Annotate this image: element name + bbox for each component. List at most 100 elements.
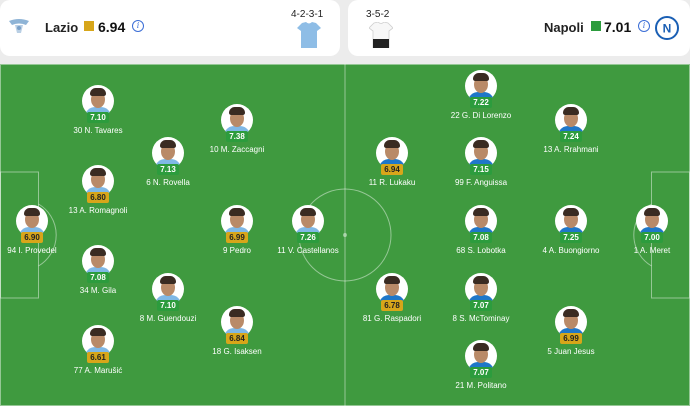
player-label[interactable]: 9 Pedro	[187, 246, 287, 256]
player-name: V. Castellanos	[287, 246, 339, 255]
player-label[interactable]: 4 A. Buongiorno	[521, 246, 621, 256]
player-name: F. Anguissa	[466, 178, 508, 187]
player-label[interactable]: 6 N. Rovella	[118, 178, 218, 188]
player-rating-badge: 7.10	[87, 112, 109, 123]
home-rating-info-icon[interactable]: i	[132, 20, 144, 32]
player-avatar[interactable]	[82, 85, 114, 117]
player-rating-badge: 6.84	[226, 333, 248, 344]
player-label[interactable]: 30 N. Tavares	[48, 126, 148, 136]
home-team-header: Lazio 6.94 i 4-2-3-1	[0, 0, 340, 56]
player-label[interactable]: 81 G. Raspadori	[342, 314, 442, 324]
player-name: G. Raspadori	[374, 314, 422, 323]
player-label[interactable]: 18 G. Isaksen	[187, 347, 287, 357]
player-name: Pedro	[229, 246, 252, 255]
player-rating-badge: 6.61	[87, 352, 109, 363]
napoli-crest-icon: N	[655, 16, 679, 40]
svg-text:N: N	[663, 22, 672, 36]
player-number: 22	[450, 111, 460, 120]
away-team-header: 3-5-2 Napoli 7.01 i N	[348, 0, 690, 56]
player-label[interactable]: 13 A. Rrahmani	[521, 145, 621, 155]
player-number: 9	[222, 246, 228, 255]
player-rating-badge: 6.78	[381, 300, 403, 311]
home-team-name[interactable]: Lazio	[45, 20, 79, 35]
player-label[interactable]: 13 A. Romagnoli	[48, 206, 148, 216]
player-name: A. Meret	[640, 246, 671, 255]
player-label[interactable]: 68 S. Lobotka	[431, 246, 531, 256]
player-label[interactable]: 21 M. Politano	[431, 381, 531, 391]
player-number: 99	[454, 178, 464, 187]
player-label[interactable]: 1 A. Meret	[602, 246, 690, 256]
player-number: 94	[7, 246, 17, 255]
player-name: M. Gila	[90, 286, 117, 295]
player-rating-badge: 7.13	[157, 164, 179, 175]
player-name: M. Politano	[466, 381, 507, 390]
player-number: 21	[455, 381, 465, 390]
away-formation: 3-5-2	[366, 9, 390, 20]
player-number: 6	[146, 178, 151, 187]
player-number: 34	[79, 286, 89, 295]
player-number: 13	[68, 206, 78, 215]
away-rating-square	[591, 21, 601, 31]
player-rating-badge: 7.24	[560, 131, 582, 142]
player-rating-badge: 6.99	[226, 232, 248, 243]
player-name: A. Romagnoli	[79, 206, 128, 215]
player-number: 4	[542, 246, 547, 255]
player-number: 1	[633, 246, 639, 255]
away-kit-icon	[369, 22, 393, 48]
player-name: A. Buongiorno	[548, 246, 600, 255]
player-number: 5	[547, 347, 552, 356]
home-team-rating: 6.94	[98, 19, 126, 35]
player-name: I. Provedel	[18, 246, 57, 255]
player-name: S. McTominay	[459, 314, 510, 323]
player-name: M. Guendouzi	[146, 314, 197, 323]
player-label[interactable]: 5 Juan Jesus	[521, 347, 621, 357]
home-formation: 4-2-3-1	[291, 9, 324, 20]
player-name: R. Lukaku	[379, 178, 416, 187]
player-rating-badge: 7.38	[226, 131, 248, 142]
player-number: 13	[543, 145, 553, 154]
player-label[interactable]: 77 A. Marušić	[48, 366, 148, 376]
player-name: G. Isaksen	[223, 347, 262, 356]
player-rating-badge: 7.22	[470, 97, 492, 108]
player-name: Juan Jesus	[554, 347, 595, 356]
player-label[interactable]: 11 V. Castellanos	[258, 246, 358, 256]
player-rating-badge: 6.80	[87, 192, 109, 203]
player-label[interactable]: 34 M. Gila	[48, 286, 148, 296]
player-rating-badge: 7.08	[470, 232, 492, 243]
player-label[interactable]: 22 G. Di Lorenzo	[431, 111, 531, 121]
player-label[interactable]: 8 S. McTominay	[431, 314, 531, 324]
player-rating-badge: 7.26	[297, 232, 319, 243]
player-number: 30	[73, 126, 83, 135]
away-rating-info-icon[interactable]: i	[638, 20, 650, 32]
player-rating-badge: 6.90	[21, 232, 43, 243]
player-number: 77	[73, 366, 83, 375]
away-team-rating: 7.01	[604, 19, 632, 35]
player-number: 8	[139, 314, 145, 323]
player-label[interactable]: 8 M. Guendouzi	[118, 314, 218, 324]
player-number: 10	[209, 145, 219, 154]
player-name: A. Marušić	[84, 366, 123, 375]
lazio-crest-icon	[9, 19, 29, 33]
player-label[interactable]: 11 R. Lukaku	[342, 178, 442, 188]
player-name: N. Rovella	[152, 178, 190, 187]
player-name: S. Lobotka	[467, 246, 506, 255]
player-number: 81	[362, 314, 372, 323]
player-label[interactable]: 10 M. Zaccagni	[187, 145, 287, 155]
player-rating-badge: 7.00	[641, 232, 663, 243]
player-number: 11	[277, 246, 286, 255]
player-rating-badge: 7.07	[470, 367, 492, 378]
player-name: A. Rrahmani	[554, 145, 599, 154]
player-rating-badge: 7.15	[470, 164, 492, 175]
home-rating-square	[84, 21, 94, 31]
home-kit-icon	[297, 22, 321, 48]
player-label[interactable]: 99 F. Anguissa	[431, 178, 531, 188]
player-name: N. Tavares	[84, 126, 123, 135]
player-rating-badge: 6.94	[381, 164, 403, 175]
player-rating-badge: 6.99	[560, 333, 582, 344]
player-number: 18	[212, 347, 222, 356]
player-number: 8	[452, 314, 457, 323]
player-avatar[interactable]	[376, 137, 408, 169]
away-team-name[interactable]: Napoli	[544, 20, 584, 35]
player-number: 68	[456, 246, 466, 255]
player-label[interactable]: 94 I. Provedel	[0, 246, 82, 256]
